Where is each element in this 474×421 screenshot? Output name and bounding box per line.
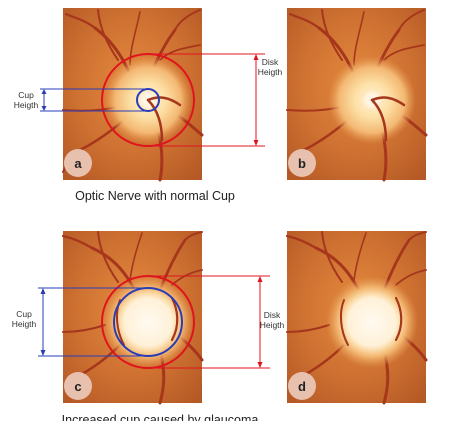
disk-height-label-line1: Disk xyxy=(264,310,281,320)
caption-glaucoma: Increased cup caused by glaucoma xyxy=(62,413,259,421)
cup-height-indicator xyxy=(40,88,148,112)
caption-normal-cup: Optic Nerve with normal Cup xyxy=(75,189,235,203)
panel-c: c xyxy=(38,231,270,405)
optic-cup xyxy=(114,288,182,356)
cup-height-label-line2: Heigth xyxy=(14,100,39,110)
panel-d: d xyxy=(285,231,428,405)
cup-height-indicator xyxy=(38,287,148,357)
disk-height-label-line2: Heigth xyxy=(258,67,283,77)
panel-a: a xyxy=(40,8,265,182)
panel-b: b xyxy=(286,8,428,182)
panel-letter: c xyxy=(74,379,81,394)
disk-height-label-line1: Disk xyxy=(262,57,279,67)
panel-letter: d xyxy=(298,379,306,394)
cup-height-label-line2: Heigth xyxy=(12,319,37,329)
panel-letter: a xyxy=(74,156,82,171)
cup-height-label-line1: Cup xyxy=(16,309,32,319)
disk-height-indicator xyxy=(148,53,265,147)
panel-badge xyxy=(288,149,316,177)
disk-height-indicator xyxy=(148,275,270,369)
panel-badge xyxy=(64,149,92,177)
optic-cup xyxy=(338,288,406,356)
panel-letter: b xyxy=(298,156,306,171)
disk-height-label-line2: Heigth xyxy=(260,320,285,330)
panel-badge xyxy=(288,372,316,400)
panel-badge xyxy=(64,372,92,400)
cup-height-label-line1: Cup xyxy=(18,90,34,100)
